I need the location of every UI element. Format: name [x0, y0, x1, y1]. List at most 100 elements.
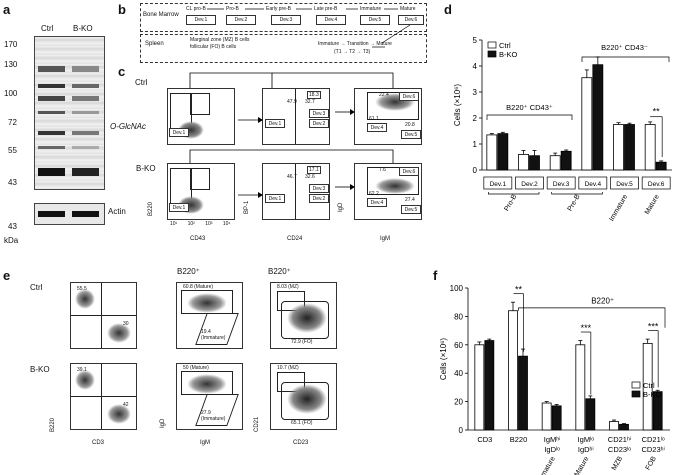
bracket-b220 [518, 307, 666, 328]
stage-mature: Mature [400, 6, 416, 12]
category-box-0 [483, 176, 513, 190]
category-label-4-b: CD23ˡᵒ [608, 445, 631, 454]
bko-c3-dev4: Dev.4 [367, 198, 387, 207]
y-tick-label: 1 [473, 140, 478, 149]
panel-label-c: c [118, 64, 126, 79]
e-axis-cd23: CD23 [293, 440, 309, 446]
bar-b-ko-1 [518, 355, 528, 431]
ctrl-c1-dev1: Dev.1 [169, 128, 189, 137]
bar-b-ko-5 [655, 161, 667, 171]
ctrl-c2-top: 18.3 [307, 91, 321, 99]
category-label-2: IgMʰⁱ [544, 435, 561, 444]
y-tick-label: 0 [473, 166, 478, 175]
bko-c3-mid: 62.2 [369, 191, 379, 197]
bar-ctrl-2 [541, 402, 552, 431]
kda-unit: kDa [4, 236, 19, 245]
bar-b-ko-4 [619, 423, 629, 431]
group-label-1: Pre-B [567, 193, 582, 212]
bm-dev1: Dev.1 [186, 15, 216, 25]
annotation-b220: B220⁺ [591, 297, 614, 306]
bko-c3-right: 27.4 [405, 197, 415, 203]
y-tick-label: 4 [473, 62, 478, 71]
c-axis-bp1: BP-1 [244, 200, 250, 214]
group-label-0: Immature [536, 455, 557, 475]
sig-mark: ** [653, 107, 661, 117]
annotation-cd43-pos: B220⁺ CD43⁺ [506, 103, 553, 112]
y-tick-label: 3 [473, 88, 478, 97]
e-ctrl-mature: 60.8 (Mature) [183, 284, 214, 290]
e-axis-b220: B220 [50, 417, 56, 432]
bracket-pre-b [551, 192, 603, 195]
bm-dev3: Dev.3 [271, 15, 301, 25]
legend-label-b-ko: B-KO [499, 50, 518, 59]
group-label-2: Immature [608, 193, 629, 222]
bar-ctrl-0 [474, 344, 485, 431]
bracket-cd43-neg [581, 56, 670, 62]
ctrl-c2-b: 32.7 [305, 99, 315, 105]
ctrl-c2-dev2: Dev.2 [309, 119, 329, 128]
spleen-label: Spleen [145, 41, 164, 47]
group-label-0: Pro-B [503, 193, 518, 212]
y-axis-label: Cells (×10⁶) [453, 84, 462, 127]
bar-b-ko-4 [624, 124, 635, 171]
c-axis-igd: IgD [338, 202, 344, 212]
e-axis-igm: IgM [200, 440, 211, 446]
sig-mark-2: *** [648, 322, 659, 332]
bm-dev6: Dev.6 [398, 15, 424, 25]
y-tick-label: 5 [473, 36, 478, 45]
spleen-box [140, 34, 427, 63]
e-axis-cd21: CD21 [254, 416, 260, 432]
bko-c2-dev1: Dev.1 [265, 194, 285, 203]
flow-arrows [207, 8, 411, 48]
category-label-5: Dev.6 [648, 181, 665, 188]
group-label-3: FOB [645, 455, 658, 471]
category-label-0: CD3 [477, 435, 492, 444]
legend-swatch-ctrl [631, 381, 641, 389]
row-label-bko: B-KO [136, 164, 156, 173]
c-axis-igm: IgM [380, 236, 391, 242]
row-label-oglcnac: O-GlcNAc [110, 122, 146, 131]
fc-bko-bp1-cd24: 17.1 46.7 32.6 Dev.3 Dev.2 Dev.1 [262, 163, 330, 220]
bar-ctrl-3 [581, 77, 593, 171]
fc-e-ctrl-b220-cd3: 55.5 30 [70, 282, 137, 349]
category-box-3 [578, 176, 608, 190]
bar-ctrl-4 [609, 421, 619, 431]
category-label-4: CD21ʰⁱ [608, 435, 631, 444]
bone-marrow-label: Bone Marrow [143, 12, 179, 18]
legend-label-b-ko: B-KO [643, 390, 662, 399]
bracket-cd43-pos [486, 114, 573, 120]
stage-cl-pro-b: CL pro-B [186, 6, 206, 12]
mw-130: 130 [4, 60, 18, 69]
mw-170: 170 [4, 40, 18, 49]
y-tick-label: 100 [450, 284, 464, 293]
fc-e-ctrl-cd21-cd23: 8.03 (MZ) 72.9 (FO) [270, 282, 337, 349]
ctrl-c3-mid: 61.1 [369, 116, 379, 122]
legend-swatch-b-ko [631, 390, 641, 398]
y-tick-label: 60 [454, 341, 463, 350]
fc-e-bko-igd-igm: 50 (Mature) 27.9 (Immature) [176, 363, 243, 430]
ctrl-c3-dev6: Dev.6 [399, 92, 419, 101]
y-tick-label: 2 [473, 114, 478, 123]
mw-43: 43 [8, 178, 17, 187]
category-label-3-b: IgDʰⁱ [578, 445, 594, 454]
stage-immature: Immature [360, 6, 382, 12]
category-label-5-b: CD23ʰⁱ [641, 445, 664, 454]
ctrl-c2-a: 47.9 [287, 99, 297, 105]
e-ctrl-mz: 8.03 (MZ) [277, 284, 299, 290]
sig-mark-0: ** [515, 285, 523, 295]
category-label-4: Dev.5 [616, 181, 633, 188]
legend-swatch-b-ko [487, 50, 497, 58]
annotation-cd43-neg: B220⁺ CD43⁻ [601, 43, 648, 52]
y-tick-label: 20 [454, 398, 463, 407]
e-bko-q-br: 42 [123, 402, 129, 408]
lane-label-bko: B-KO [73, 24, 93, 33]
legend-label-ctrl: Ctrl [499, 41, 511, 50]
bar-b-ko-1 [529, 155, 540, 171]
c-axis-cd43: CD43 [190, 236, 206, 242]
bko-c2-b: 32.6 [305, 174, 315, 180]
legend-label-ctrl: Ctrl [643, 381, 655, 390]
ctrl-c2-dev1: Dev.1 [265, 119, 285, 128]
mw-55: 55 [8, 146, 17, 155]
